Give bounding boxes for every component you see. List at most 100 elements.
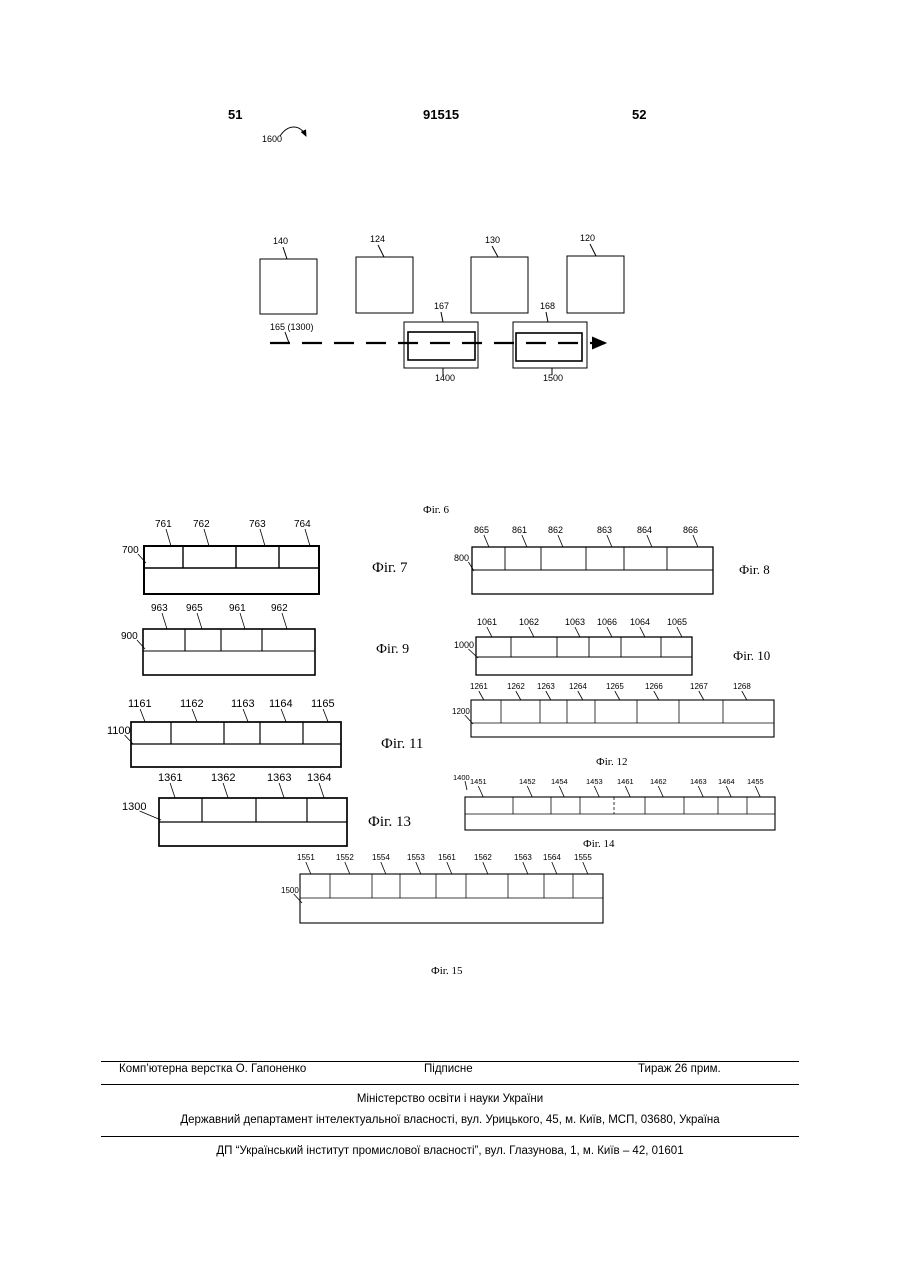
frame-ref-900: 900 [121,631,138,642]
field-label-1064: 1064 [630,617,650,627]
field-label-1462: 1462 [650,777,667,786]
field-label-1563: 1563 [514,853,532,862]
figure-6 [260,127,624,375]
leader-line [523,862,528,874]
field-label-1163: 1163 [231,698,255,710]
leader-line [726,786,731,797]
leader-line [323,709,328,722]
field-label-1262: 1262 [507,682,525,691]
caption-fig-11: Фіг. 11 [381,736,423,752]
leader-line [558,535,563,547]
field-label-1463: 1463 [690,777,707,786]
leader-line [594,786,599,797]
field-label-862: 862 [548,525,563,535]
frame-1500-outline [300,874,603,923]
footer-rule-bottom [101,1136,799,1137]
frame-1000-outline [476,637,692,675]
field-label-1555: 1555 [574,853,592,862]
frame-700-outline [144,546,319,594]
leader-line [658,786,663,797]
caption-fig-9: Фіг. 9 [376,642,409,657]
leader-line [484,535,489,547]
frame-1200-outline [471,700,774,737]
field-label-1452: 1452 [519,777,536,786]
leader-line [197,613,202,629]
caption-fig-6: Фіг. 6 [423,504,450,516]
leader-line [693,535,698,547]
leader-line [647,535,652,547]
leader-line [381,862,386,874]
label-124: 124 [370,234,385,244]
field-label-1453: 1453 [586,777,603,786]
field-label-1062: 1062 [519,617,539,627]
leader-line [478,786,483,797]
caption-fig-15: Фіг. 15 [431,965,463,977]
leader-line [559,786,564,797]
leader-line [260,529,265,546]
caption-fig-13: Фіг. 13 [368,814,411,830]
leader-line [607,627,612,637]
frame-ref-1400: 1400 [453,773,470,782]
field-label-1161: 1161 [128,698,152,710]
field-label-1454: 1454 [551,777,568,786]
frame-ref-800: 800 [454,553,469,563]
institute-line: ДП “Український інститут промислової вла… [101,1145,799,1157]
label-168: 168 [540,301,555,311]
leader-line [162,613,167,629]
field-label-761: 761 [155,519,172,530]
leader-line [306,862,311,874]
field-label-1261: 1261 [470,682,488,691]
label-120: 120 [580,233,595,243]
leader-line [527,786,532,797]
footer-imprint-row: Комп’ютерна верстка О. Гапоненко Підписн… [101,1063,799,1081]
leader-line [575,627,580,637]
leader-line [468,562,474,571]
frame-ref-1500: 1500 [281,886,299,895]
frame-ref-1200: 1200 [452,707,470,716]
leader-line [223,783,228,798]
caption-fig-12: Фіг. 12 [596,756,628,768]
field-label-1561: 1561 [438,853,456,862]
leader-line [305,529,310,546]
footer-rule-top [101,1061,799,1062]
figure-11: 116111621163116411651100Фіг. 11 [107,698,423,767]
field-label-1562: 1562 [474,853,492,862]
field-label-1263: 1263 [537,682,555,691]
caption-fig-7: Фіг. 7 [372,560,408,576]
field-label-1455: 1455 [747,777,764,786]
element-1500-inner [516,333,582,361]
label-1400: 1400 [435,373,455,383]
leader-line [479,691,484,700]
field-label-861: 861 [512,525,527,535]
leader-line [281,709,286,722]
leader-line [625,786,630,797]
element-1400-inner [408,332,475,360]
label-1600: 1600 [262,134,282,144]
label-1500: 1500 [543,373,563,383]
field-label-1065: 1065 [667,617,687,627]
leader-line [140,811,161,820]
field-label-1361: 1361 [158,772,182,784]
leader-line [282,613,287,629]
leader-line [522,535,527,547]
leader-line [465,781,467,790]
leader-line [640,627,645,637]
field-label-864: 864 [637,525,652,535]
frame-ref-1300: 1300 [122,801,146,813]
element-1400-outer [404,322,478,368]
field-label-1553: 1553 [407,853,425,862]
leader-line [447,862,452,874]
leader-line [319,783,324,798]
frame-ref-1100: 1100 [107,725,131,737]
field-label-764: 764 [294,519,311,530]
leader-line [345,862,350,874]
leader-line [166,529,171,546]
leader-line [529,627,534,637]
leader-line [487,627,492,637]
leader-line [546,691,551,700]
figure-9: 963965961962900Фіг. 9 [121,603,409,675]
field-label-963: 963 [151,603,168,614]
label-167: 167 [434,301,449,311]
field-label-1264: 1264 [569,682,587,691]
